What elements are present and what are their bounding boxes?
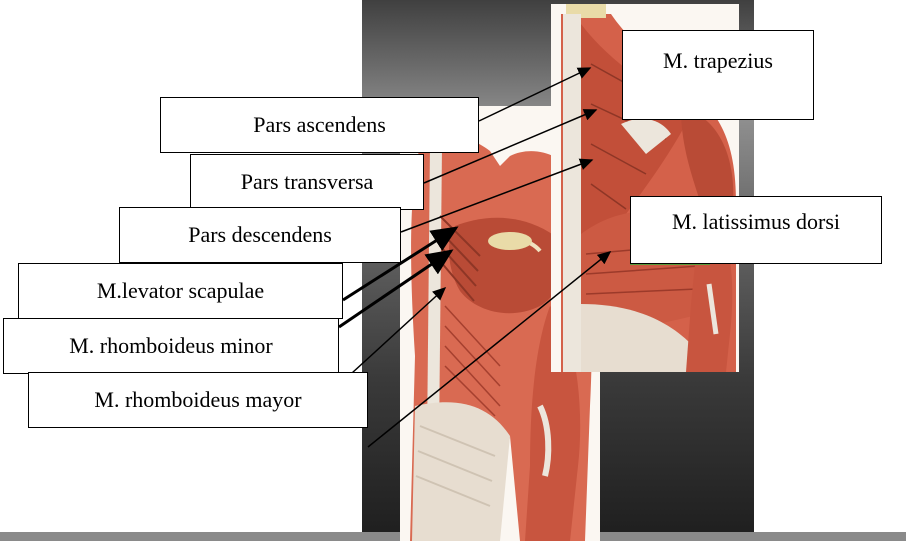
pointer-pars-ascendens: [479, 68, 590, 121]
label-rhomboideus-minor: M. rhomboideus minor: [3, 318, 339, 374]
label-latissimus-dorsi: M. latissimus dorsi: [630, 196, 882, 264]
label-levator-scapulae: M.levator scapulae: [18, 263, 343, 319]
label-trapezius: M. trapezius: [622, 30, 814, 120]
label-pars-transversa: Pars transversa: [190, 154, 424, 210]
label-pars-ascendens: Pars ascendens: [160, 97, 479, 153]
pointer-pars-descendens: [401, 160, 592, 232]
label-pars-descendens: Pars descendens: [119, 207, 401, 263]
pointer-rhomboideus-mayor: [352, 288, 445, 373]
label-rhomboideus-mayor: M. rhomboideus mayor: [28, 372, 368, 428]
